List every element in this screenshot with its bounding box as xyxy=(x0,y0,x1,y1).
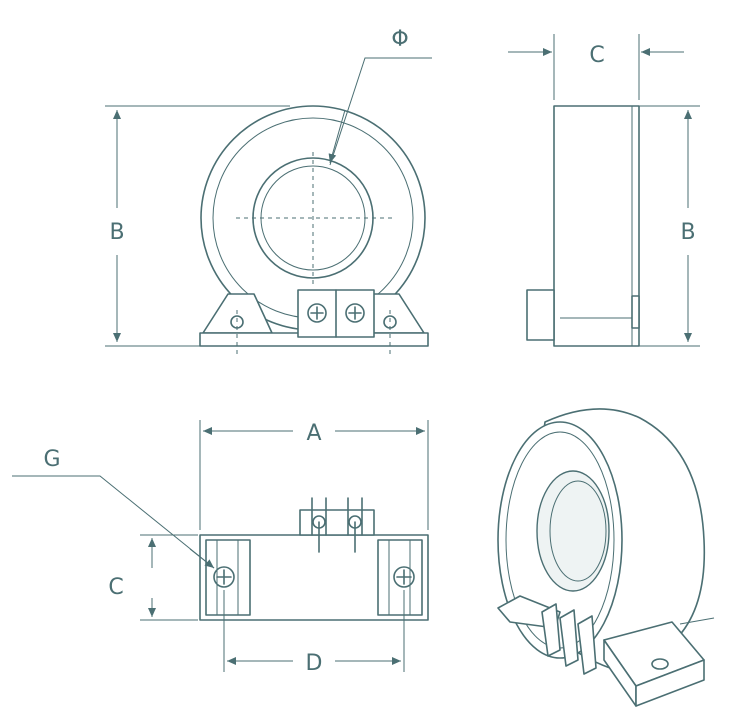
front-view: Φ B xyxy=(105,27,432,356)
iso-terminal xyxy=(559,609,579,667)
left-slot xyxy=(205,539,251,616)
bottom-view: A C D G xyxy=(12,420,429,676)
bottom-terminal xyxy=(299,509,375,536)
side-terminal xyxy=(526,289,555,341)
screw-icon xyxy=(307,303,327,323)
c-side-label: C xyxy=(589,43,604,68)
iso-opening-inner xyxy=(549,480,607,582)
side-clip xyxy=(631,295,640,329)
screw-icon xyxy=(345,303,365,323)
phi-leader xyxy=(329,57,432,166)
screw-icon xyxy=(393,566,415,588)
g-leader xyxy=(12,475,215,569)
a-label: A xyxy=(306,421,321,446)
b-front-label: B xyxy=(109,220,124,245)
iso-mount-hole xyxy=(651,658,669,670)
iso-terminal xyxy=(541,603,561,657)
iso-right-flange-front xyxy=(635,659,705,707)
g-label: G xyxy=(43,447,60,472)
side-body xyxy=(553,105,640,347)
iso-opening xyxy=(536,470,610,592)
iso-terminal xyxy=(577,615,597,675)
d-label: D xyxy=(306,651,323,676)
c-bottom-label: C xyxy=(108,575,123,600)
side-view: C B xyxy=(508,34,700,347)
b-side-label: B xyxy=(680,220,695,245)
screw-icon xyxy=(213,566,235,588)
isometric-view xyxy=(497,408,715,707)
phi-label: Φ xyxy=(391,27,408,52)
right-slot xyxy=(377,539,423,616)
iso-leader xyxy=(679,617,715,625)
